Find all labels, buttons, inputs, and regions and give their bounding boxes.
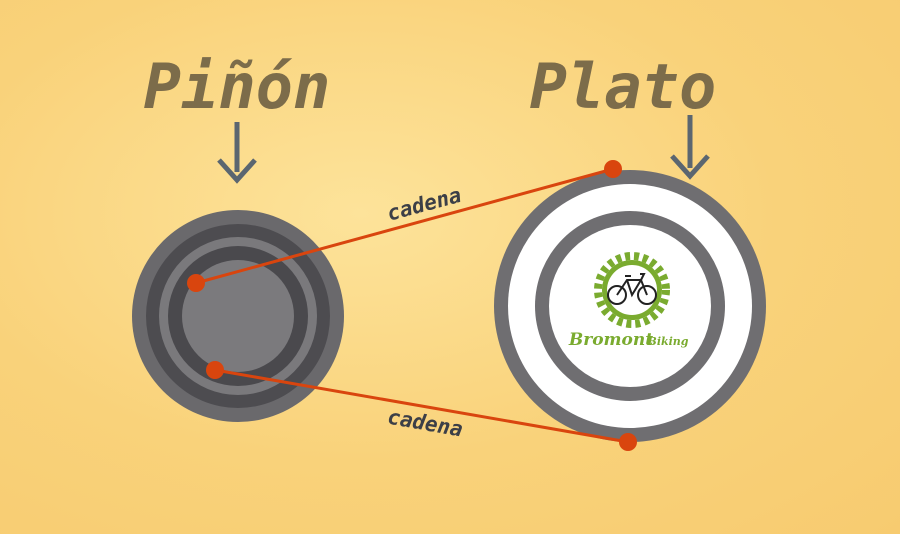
bromont-biking-logo: Bromont Biking: [568, 252, 689, 350]
bicycle-gear-icon: [594, 252, 670, 328]
plato-title: Plato: [530, 50, 717, 123]
chain-top-line: [195, 167, 614, 285]
plato-arrow-icon: [670, 115, 710, 180]
chain: [187, 160, 637, 451]
pinon-title: Piñón: [144, 50, 331, 123]
chain-point: [619, 433, 637, 451]
chain-bottom-line: [214, 368, 629, 444]
logo-name: Bromont: [568, 330, 653, 350]
chain-point: [206, 361, 224, 379]
pinon-sprocket: [132, 210, 344, 422]
chain-point: [187, 274, 205, 292]
pinon-arrow-icon: [217, 122, 257, 184]
logo-subtitle: Biking: [647, 335, 689, 348]
chain-point: [604, 160, 622, 178]
